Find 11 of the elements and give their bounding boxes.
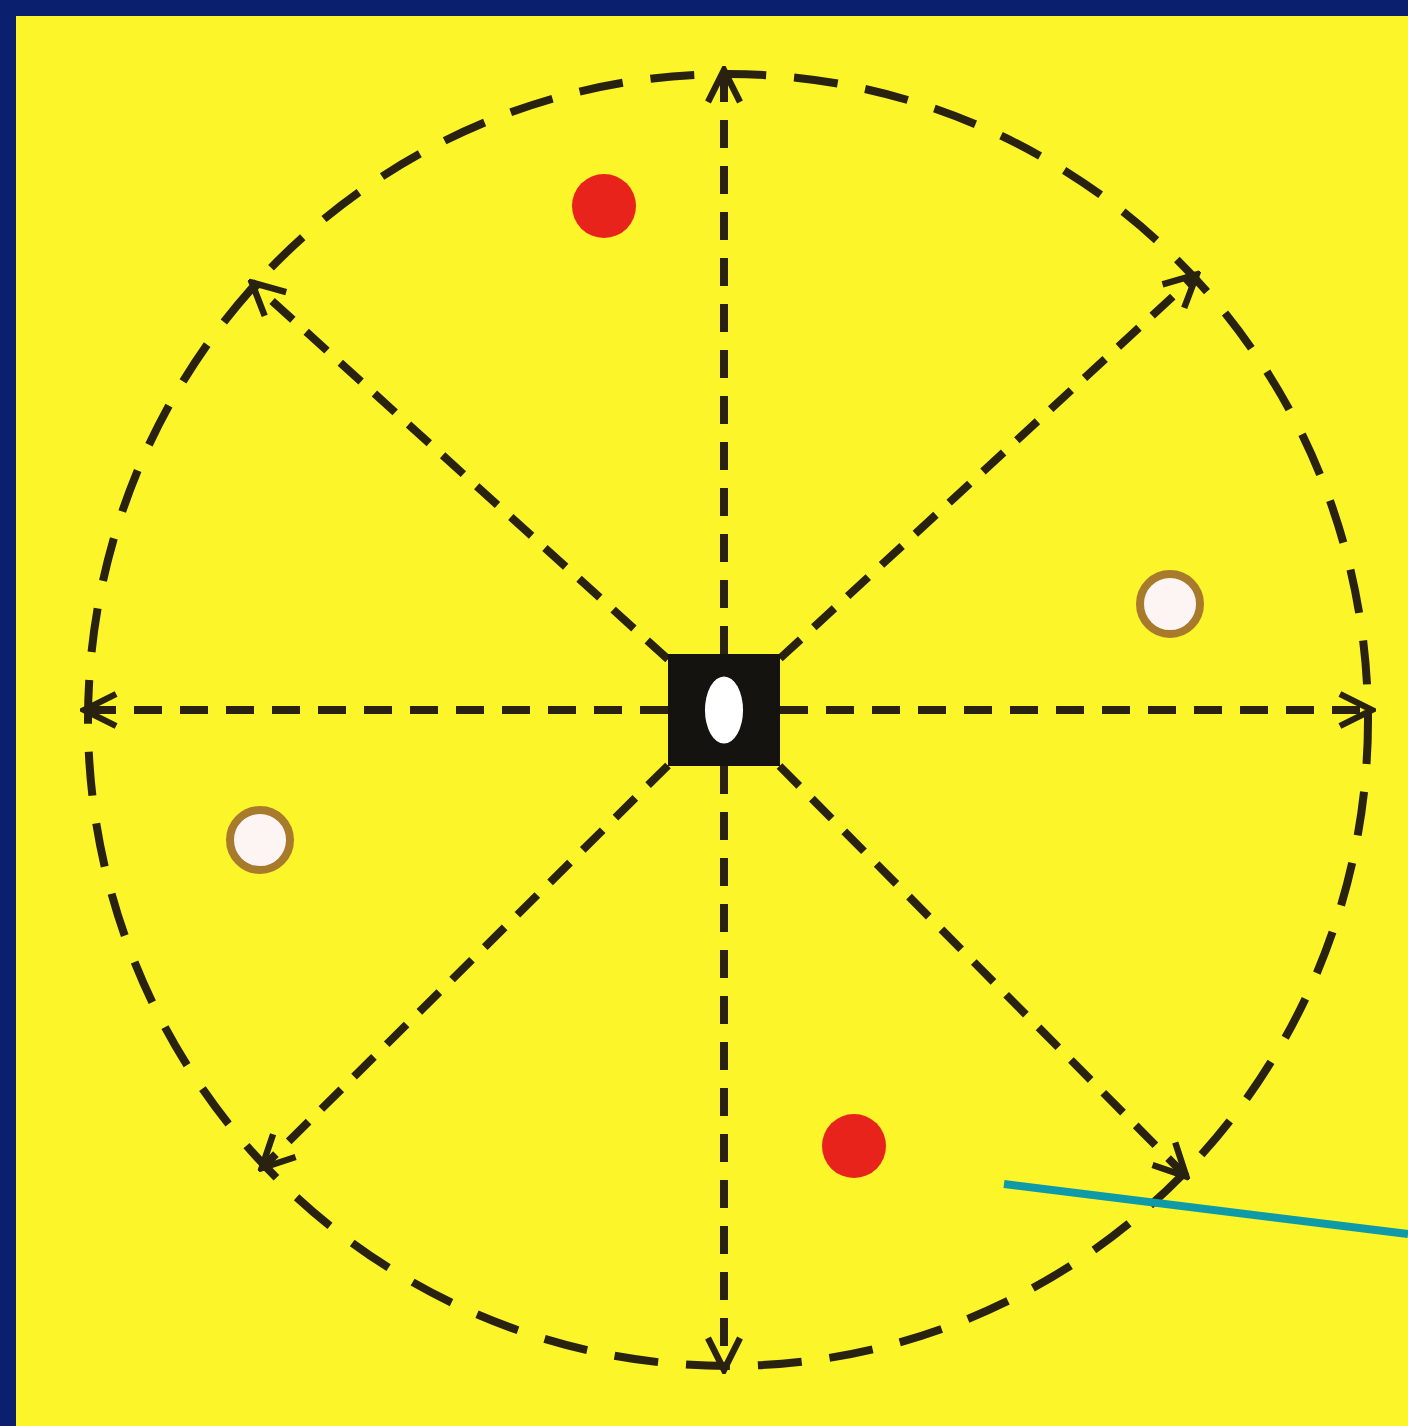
dashed-arrow xyxy=(258,762,671,1172)
dashed-arrow xyxy=(80,690,668,730)
dashed-arrow xyxy=(776,763,1190,1180)
dashed-arrow xyxy=(704,766,744,1374)
dashed-arrow xyxy=(780,690,1376,730)
dashed-arrow xyxy=(704,66,744,654)
leader-line xyxy=(1003,1180,1408,1238)
dashed-arrow xyxy=(248,279,671,663)
dashed-circle xyxy=(84,70,1372,1370)
center-square xyxy=(668,654,780,766)
dashed-arrow xyxy=(777,271,1201,662)
